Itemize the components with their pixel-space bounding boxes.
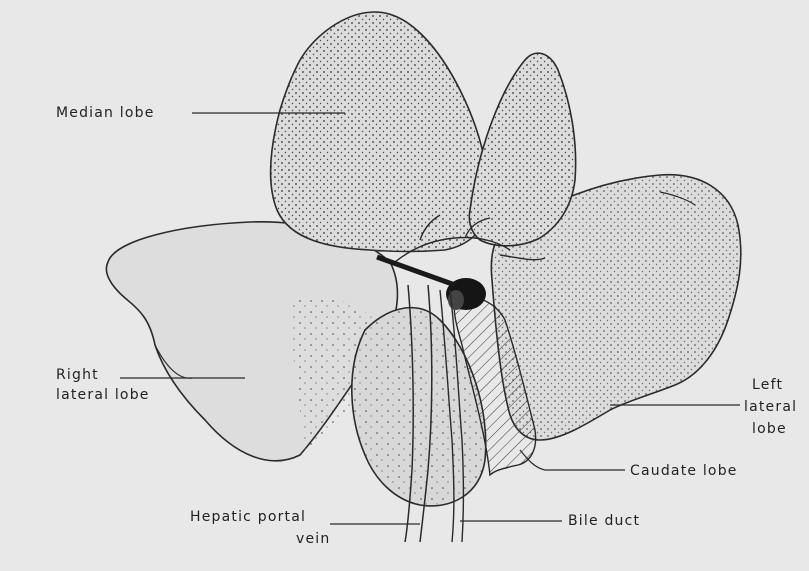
- right-lateral-lobe-label-line2: lateral lobe: [56, 386, 150, 404]
- left-lateral-lobe-label-line1: Left: [752, 376, 783, 394]
- left-lateral-lobe-label-line3: lobe: [752, 420, 787, 438]
- caudate-lobe-label: Caudate lobe: [630, 462, 738, 480]
- median-lobe-label: Median lobe: [56, 104, 155, 122]
- right-lateral-lobe-label-line1: Right: [56, 366, 99, 384]
- bile-duct-label: Bile duct: [568, 512, 640, 530]
- leader-caudate-lobe: [520, 450, 625, 470]
- hepatic-portal-vein-label-line1: Hepatic portal: [190, 508, 306, 526]
- hepatic-portal-vein-label-line2: vein: [296, 530, 330, 548]
- left-lateral-lobe-label-line2: lateral: [744, 398, 797, 416]
